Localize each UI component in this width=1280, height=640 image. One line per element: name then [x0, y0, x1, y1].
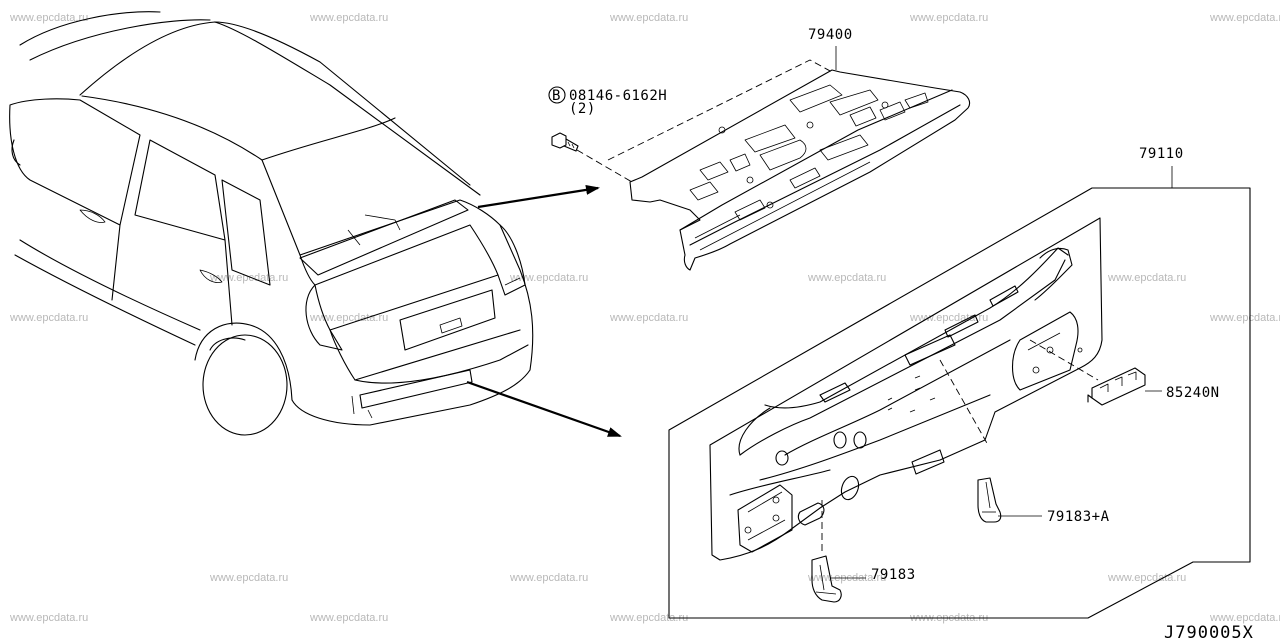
watermark: www.epcdata.ru	[509, 572, 588, 584]
watermark: www.epcdata.ru	[1209, 12, 1280, 24]
bracket-85240n	[1087, 367, 1146, 406]
bracket-79183a	[977, 477, 1002, 523]
arrow-to-shelf	[477, 184, 600, 209]
rear-parcel-shelf	[629, 69, 971, 271]
watermark: www.epcdata.ru	[1209, 312, 1280, 324]
watermark-layer: www.epcdata.ru www.epcdata.ru www.epcdat…	[9, 12, 1280, 624]
watermark: www.epcdata.ru	[1107, 572, 1186, 584]
bolt-part-number: 08146-6162H	[569, 88, 667, 104]
label-79183a: 79183+A	[1047, 509, 1110, 525]
watermark: www.epcdata.ru	[309, 612, 388, 624]
bracket-79183	[811, 555, 842, 603]
rear-panel	[709, 217, 1103, 561]
watermark: www.epcdata.ru	[9, 12, 88, 24]
watermark: www.epcdata.ru	[1107, 272, 1186, 284]
watermark: www.epcdata.ru	[609, 612, 688, 624]
shelf-outline-dash	[607, 59, 833, 161]
bolt-quantity: (2)	[569, 101, 596, 117]
watermark: www.epcdata.ru	[309, 12, 388, 24]
watermark: www.epcdata.ru	[309, 312, 388, 324]
watermark: www.epcdata.ru	[909, 312, 988, 324]
arrow-to-panel	[466, 380, 622, 438]
watermark: www.epcdata.ru	[209, 572, 288, 584]
bolt-leader-dash	[576, 149, 633, 183]
label-79183: 79183	[871, 567, 916, 583]
rear-panel-frame	[668, 187, 1251, 619]
label-79110: 79110	[1139, 146, 1184, 162]
watermark: www.epcdata.ru	[9, 312, 88, 324]
label-79400: 79400	[808, 27, 853, 43]
label-85240n: 85240N	[1166, 385, 1220, 401]
watermark: www.epcdata.ru	[9, 612, 88, 624]
bolt-icon	[551, 132, 579, 152]
watermark: www.epcdata.ru	[609, 312, 688, 324]
diagram-code: J790005X	[1164, 623, 1254, 640]
watermark: www.epcdata.ru	[1209, 612, 1280, 624]
watermark: www.epcdata.ru	[909, 12, 988, 24]
car-rear-view	[9, 11, 534, 436]
assembly-dash-79183a	[939, 359, 989, 446]
bolt-badge: B	[552, 88, 561, 104]
watermark: www.epcdata.ru	[509, 272, 588, 284]
watermark: www.epcdata.ru	[807, 272, 886, 284]
watermark: www.epcdata.ru	[609, 12, 688, 24]
bolt-callout: B 08146-6162H (2)	[548, 86, 667, 117]
assembly-dash-85240n	[1029, 339, 1099, 381]
